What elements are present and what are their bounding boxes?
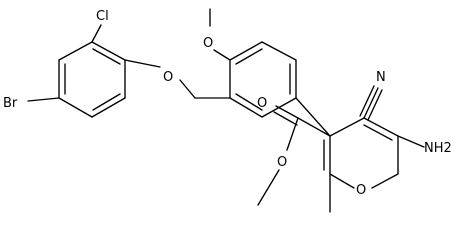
bond bbox=[27, 97, 60, 102]
bond bbox=[295, 97, 331, 137]
bond bbox=[286, 117, 299, 151]
bond-lines bbox=[27, 8, 425, 213]
bond bbox=[213, 49, 231, 61]
ether-oxygen-label: O bbox=[163, 70, 173, 85]
bromine-label: Br bbox=[3, 96, 18, 111]
bond bbox=[397, 135, 425, 148]
bond bbox=[58, 41, 93, 61]
bond bbox=[275, 105, 299, 119]
bond bbox=[235, 48, 263, 65]
bond bbox=[273, 111, 298, 126]
bond bbox=[359, 85, 375, 117]
atom-labels: Cl Br O O N NH2 O O O bbox=[3, 9, 452, 198]
bond bbox=[229, 97, 263, 118]
bond bbox=[179, 79, 196, 99]
bond bbox=[124, 59, 161, 68]
bond bbox=[92, 48, 121, 65]
bond bbox=[257, 169, 280, 206]
bond bbox=[297, 117, 331, 137]
bond bbox=[91, 41, 126, 61]
bond bbox=[91, 97, 126, 118]
nitrile-nitrogen-label: N bbox=[376, 70, 386, 85]
amine-label: NH2 bbox=[424, 141, 452, 156]
chlorine-label: Cl bbox=[96, 9, 109, 24]
bond bbox=[92, 93, 121, 111]
ester-oxygen-label: O bbox=[277, 155, 287, 170]
methoxy-oxygen-label: O bbox=[203, 36, 213, 51]
bond bbox=[91, 24, 102, 43]
bond bbox=[363, 124, 393, 141]
bond bbox=[261, 41, 297, 61]
bond bbox=[229, 41, 263, 61]
bond bbox=[329, 117, 365, 137]
bond bbox=[58, 97, 93, 118]
bond bbox=[363, 87, 379, 119]
bond bbox=[371, 173, 399, 189]
bond bbox=[367, 89, 383, 121]
bond bbox=[235, 93, 263, 111]
bond bbox=[329, 173, 355, 189]
ring-oxygen-label: O bbox=[356, 183, 366, 198]
carbonyl-oxygen-label: O bbox=[257, 96, 267, 111]
bond bbox=[363, 117, 399, 137]
